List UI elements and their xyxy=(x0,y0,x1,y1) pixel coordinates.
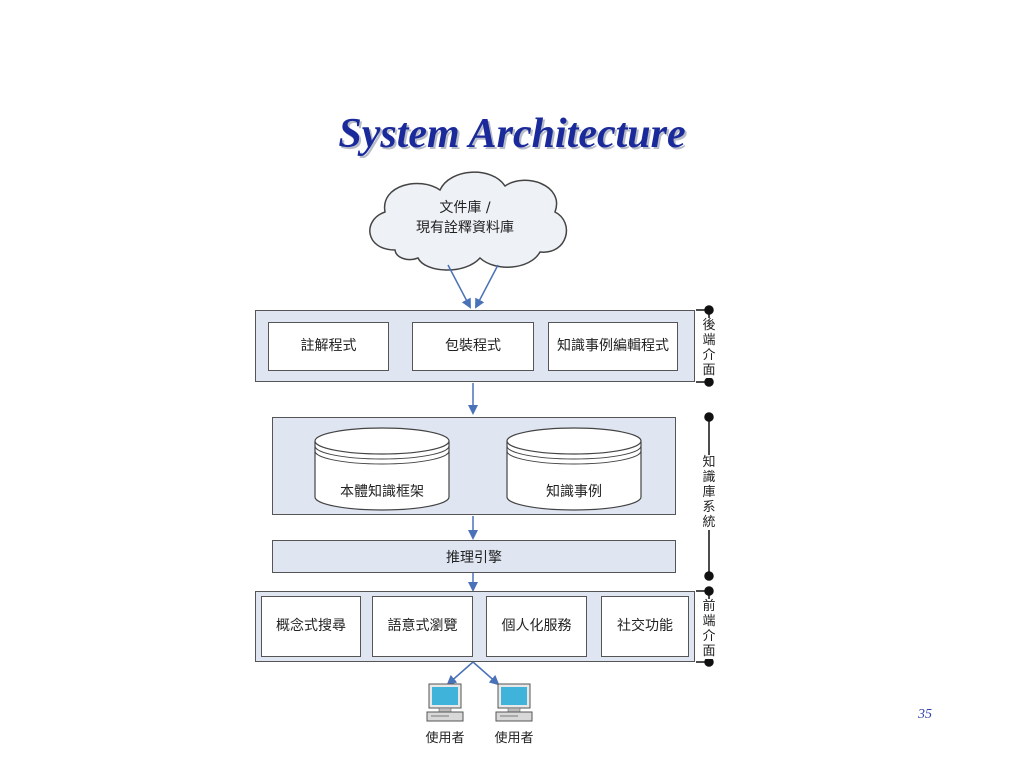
page-number: 35 xyxy=(918,707,932,722)
repository-cloud-icon xyxy=(369,171,568,271)
user-label: 使用者 xyxy=(425,731,465,746)
user-label: 使用者 xyxy=(494,731,534,746)
annotation-program-box: 註解程式 xyxy=(268,322,389,371)
repository-label-line2: 現有詮釋資料庫 xyxy=(416,220,514,236)
computer-icon xyxy=(426,683,464,722)
backend-interface-label: 後端介面 xyxy=(701,318,717,378)
concept-search-box: 概念式搜尋 xyxy=(261,596,361,657)
inference-engine-box: 推理引擎 xyxy=(272,540,676,573)
slide-title: System Architecture xyxy=(338,111,686,157)
database-icon xyxy=(314,427,450,511)
arrow-cloud-right xyxy=(475,264,499,309)
knowledge-system-label: 知識庫系統 xyxy=(701,455,717,530)
repository-label-line1: 文件庫 / xyxy=(439,200,491,216)
knowledge-instances-label: 知識事例 xyxy=(546,484,602,500)
arrow-to-user-right xyxy=(472,661,500,686)
social-function-box: 社交功能 xyxy=(601,596,689,657)
frontend-interface-label: 前端介面 xyxy=(701,599,717,659)
ontology-framework-label: 本體知識框架 xyxy=(340,484,424,500)
arrow-to-user-left xyxy=(446,661,474,686)
repository-label: 文件庫 / 現有詮釋資料庫 xyxy=(400,198,530,238)
arrow-cloud-left xyxy=(447,264,471,309)
database-icon xyxy=(506,427,642,511)
packaging-program-box: 包裝程式 xyxy=(412,322,534,371)
instance-editor-box: 知識事例編輯程式 xyxy=(548,322,678,371)
computer-icon xyxy=(495,683,533,722)
semantic-browse-box: 語意式瀏覽 xyxy=(372,596,473,657)
personalized-service-box: 個人化服務 xyxy=(486,596,587,657)
